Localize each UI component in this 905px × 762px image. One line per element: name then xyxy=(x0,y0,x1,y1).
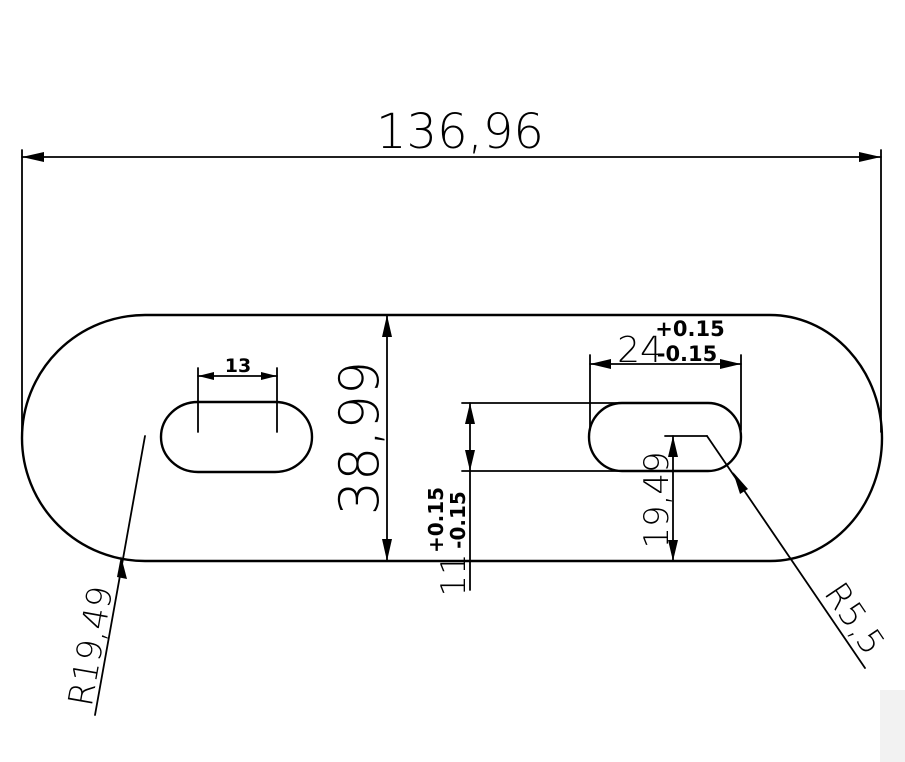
large-slot-tol-minus: -0.15 xyxy=(657,342,718,366)
overall-length-dimension: 136,96 xyxy=(21,104,882,433)
slot-center-offset-dimension: 19,49 xyxy=(637,435,708,562)
large-slot-length-dimension: 24 +0.15 -0.15 xyxy=(589,317,742,431)
slot-height-label: 11 xyxy=(434,553,474,596)
small-slot xyxy=(159,400,314,474)
slot-height-dimension: 11 +0.15 -0.15 xyxy=(424,402,623,597)
outer-radius-leader: R19,49 xyxy=(61,435,146,716)
corner-shade xyxy=(880,690,905,762)
large-slot-radius-label: R5,5 xyxy=(816,575,893,662)
slot-height-tol-plus: +0.15 xyxy=(424,487,448,553)
overall-height-label: 38,99 xyxy=(328,361,391,516)
overall-height-dimension: 38,99 xyxy=(328,314,392,562)
large-slot-radius-leader: R5,5 xyxy=(706,435,893,669)
slot-height-tol-minus: -0.15 xyxy=(446,491,470,549)
small-slot-width-dimension: 13 xyxy=(197,355,278,433)
part-outline xyxy=(20,313,884,563)
outer-radius-label: R19,49 xyxy=(61,583,121,709)
large-slot-tol-plus: +0.15 xyxy=(655,317,724,341)
large-slot xyxy=(587,401,743,473)
small-slot-width-label: 13 xyxy=(225,355,251,377)
slot-center-offset-label: 19,49 xyxy=(637,451,677,548)
overall-length-label: 136,96 xyxy=(376,104,544,160)
large-slot-length-label: 24 xyxy=(617,330,663,371)
